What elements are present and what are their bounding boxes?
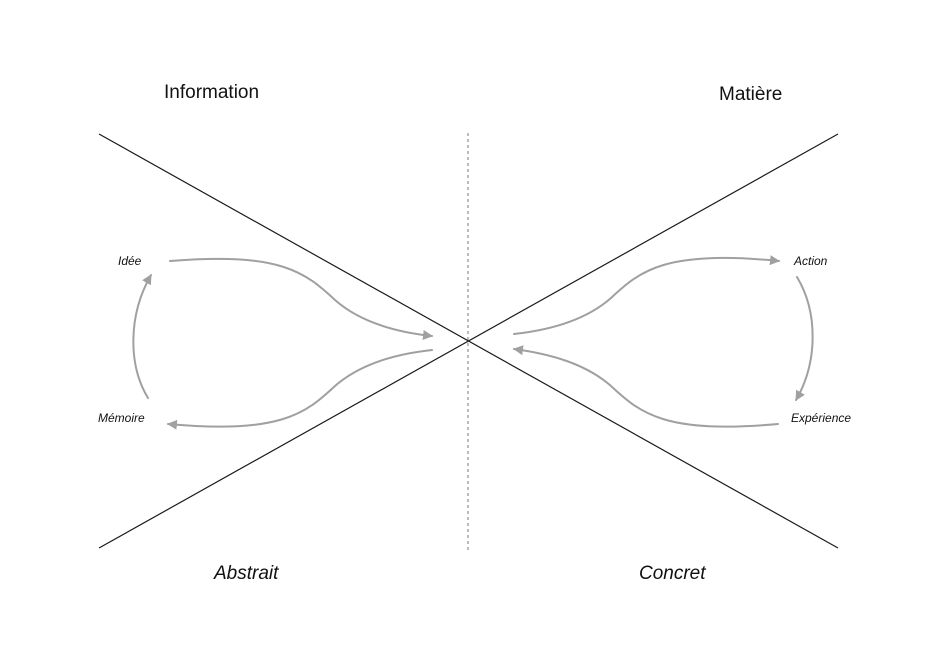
heading-information: Information — [164, 82, 259, 103]
node-experience: Expérience — [791, 411, 851, 425]
footer-concret: Concret — [639, 563, 706, 584]
arrow-center-to-action — [513, 255, 780, 335]
node-memoire: Mémoire — [98, 411, 145, 425]
diagonal-line-ascending — [98, 133, 839, 549]
node-idee: Idée — [118, 254, 142, 268]
footer-abstrait: Abstrait — [213, 563, 279, 584]
arrow-action-to-experience — [795, 276, 814, 401]
arrow-center-to-memoire — [167, 349, 433, 430]
arrow-memoire-to-idee — [132, 274, 152, 399]
arrow-experience-to-center — [513, 345, 779, 428]
node-action: Action — [793, 254, 828, 268]
arrow-idee-to-center — [169, 257, 433, 341]
heading-matiere: Matière — [719, 84, 782, 105]
